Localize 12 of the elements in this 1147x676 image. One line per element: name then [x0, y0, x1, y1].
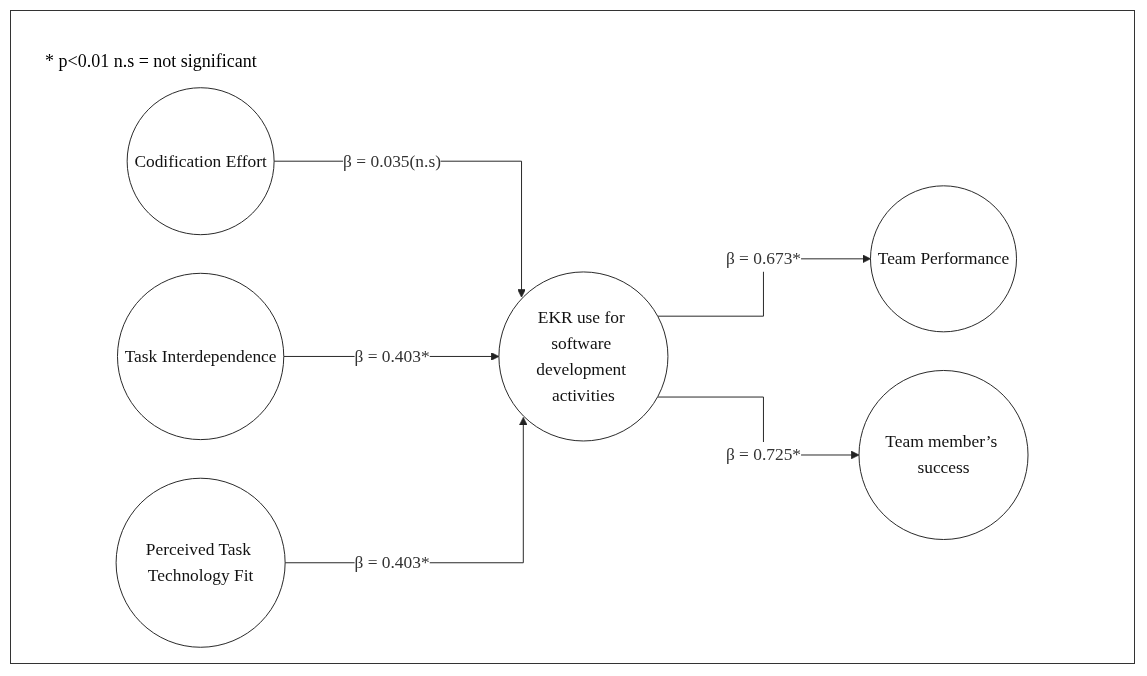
node-circle: Task Interdependence — [117, 272, 285, 441]
note-text: * p<0.01 n.s = not significant — [45, 51, 257, 72]
edge-label: β = 0.403* — [354, 552, 431, 572]
node-circle: EKR use for software development activities — [498, 271, 669, 442]
edge-label: β = 0.673* — [726, 248, 802, 269]
node-circle: Team Performance — [870, 185, 1018, 333]
node-circle: Codification Effort — [127, 87, 275, 236]
edge-label: β = 0.403* — [354, 346, 431, 366]
node-circle: Team member’s success — [858, 370, 1029, 540]
edge-label: β = 0.035(n.s) — [343, 151, 442, 171]
edge-label: β = 0.725* — [726, 444, 802, 465]
node-circle: Perceived Task Technology Fit — [116, 477, 287, 648]
